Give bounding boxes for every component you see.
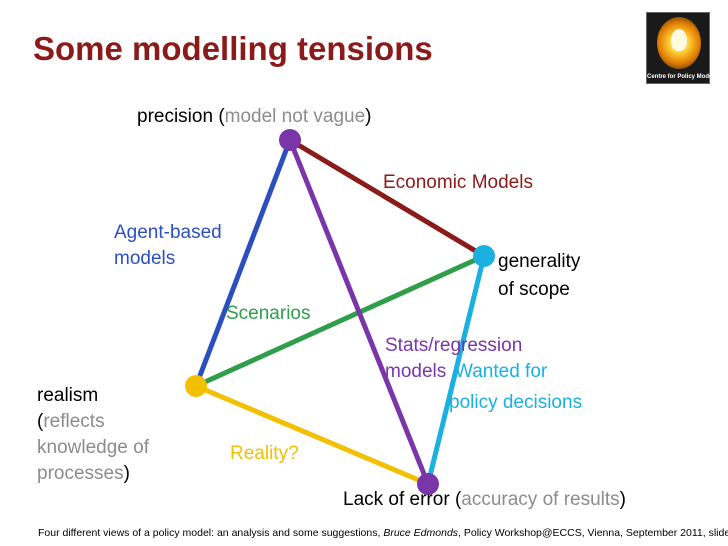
edge-stats-regression [287,139,431,485]
agent-based-line2: models [114,248,176,269]
label-economic-models: Economic Models [383,172,533,193]
realism-close: ) [123,463,130,484]
logo-text: Centre for Policy Modelling [647,74,725,80]
edge-agent-based [193,139,293,387]
realism-detail3: processes [37,463,124,484]
label-scenarios: Scenarios [226,303,311,324]
realism-detail1: reflects [43,411,105,432]
vertex-realism-label: realism (reflects knowledge of processes… [37,383,149,487]
vertex-realism-dot [185,375,207,397]
precision-name: precision [137,106,214,127]
edge-scenarios [194,253,486,389]
realism-open: ( [37,411,44,432]
footer-prefix: Four different views of a policy model: … [38,527,384,539]
footer-author: Bruce Edmonds [383,527,459,539]
vertex-precision-dot [279,129,301,151]
lack-of-error-close: ) [619,489,626,510]
edge-reality [195,383,429,487]
vertex-lack-of-error-label: Lack of error (accuracy of results) [343,489,626,511]
wanted-line2: policy decisions [449,392,583,413]
label-agent-based: Agent-based models [114,220,222,272]
cpm-logo: Centre for Policy Modelling [646,12,725,84]
wanted-line1: Wanted for [455,361,548,382]
label-stats-regression: Stats/regression models [385,333,522,385]
realism-line1: realism [37,385,99,406]
slide-footer: Four different views of a policy model: … [38,527,728,539]
footer-suffix: , Policy Workshop@ECCS, Vienna, Septembe… [458,527,728,539]
precision-detail: model not vague [224,106,366,127]
precision-close: ) [365,106,372,127]
stats-line2: models [385,361,447,382]
lack-of-error-name: Lack of error [343,489,450,510]
precision-open: ( [218,106,225,127]
generality-line1: generality [498,251,581,272]
agent-based-line1: Agent-based [114,222,222,243]
vertex-generality-dot [473,245,495,267]
vertex-precision-label: precision (model not vague) [137,106,371,128]
edge-economic-models [288,137,486,259]
stats-line1: Stats/regression [385,335,523,356]
label-wanted-for: Wanted for policy decisions [449,356,582,418]
edge-wanted-for [425,255,487,485]
lack-of-error-open: ( [454,489,462,510]
slide-title: Some modelling tensions [33,30,433,67]
vertex-generality-label: generality of scope [498,248,580,304]
generality-line2: of scope [498,279,570,300]
lightbulb-icon [671,29,687,51]
lack-of-error-detail: accuracy of results [461,489,620,510]
vertex-lack-of-error-dot [417,473,439,495]
realism-detail2: knowledge of [37,437,149,458]
label-reality: Reality? [230,443,299,464]
